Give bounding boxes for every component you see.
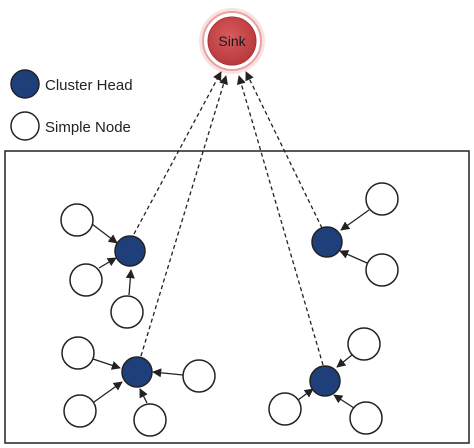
simple-node xyxy=(110,295,144,329)
link-bottom-left-to-sink xyxy=(140,75,228,357)
member-links xyxy=(91,209,370,409)
link-top-right-to-sink xyxy=(245,71,323,229)
legend: Cluster Head Simple Node xyxy=(10,69,133,141)
simple-node xyxy=(365,182,399,216)
simple-node xyxy=(347,327,381,361)
simple-node xyxy=(61,336,95,370)
simple-nodes xyxy=(60,182,399,437)
cluster-head-bottom-right xyxy=(309,365,341,397)
sink-node: Sink xyxy=(199,8,265,74)
sensor-field-border xyxy=(4,150,470,444)
legend-cluster-head-icon xyxy=(10,69,40,99)
simple-node xyxy=(268,392,302,426)
simple-node xyxy=(69,263,103,297)
sink-label: Sink xyxy=(218,33,246,49)
legend-simple-node-label: Simple Node xyxy=(45,119,131,136)
legend-cluster-head-label: Cluster Head xyxy=(45,77,133,94)
simple-node xyxy=(182,359,216,393)
simple-node xyxy=(133,403,167,437)
sink-links xyxy=(133,71,324,366)
cluster-head-top-left xyxy=(114,235,146,267)
cluster-heads xyxy=(114,226,343,397)
link-bottom-right-to-sink xyxy=(236,75,324,366)
legend-simple-node-icon xyxy=(10,111,40,141)
simple-node xyxy=(349,401,383,435)
cluster-head-bottom-left xyxy=(121,356,153,388)
simple-node xyxy=(60,203,94,237)
link-top-left-to-sink xyxy=(133,71,222,235)
simple-node xyxy=(63,394,97,428)
cluster-head-top-right xyxy=(311,226,343,258)
simple-node xyxy=(365,253,399,287)
